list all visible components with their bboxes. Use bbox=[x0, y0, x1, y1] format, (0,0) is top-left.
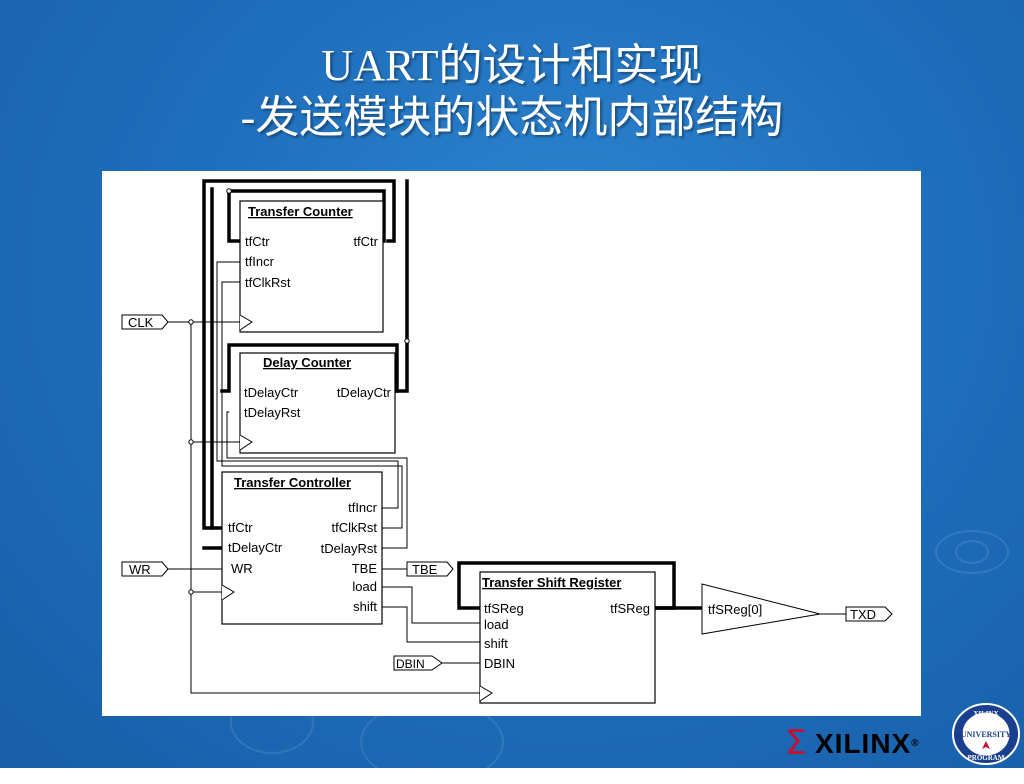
registered-mark: ® bbox=[911, 738, 920, 749]
seal-top-text: XILINX bbox=[973, 710, 998, 718]
block-title: Delay Counter bbox=[263, 355, 351, 370]
port-label: tDelayRst bbox=[244, 405, 301, 420]
seal-bottom-text: PROGRAM bbox=[968, 754, 1005, 762]
seal-flame-icon bbox=[982, 741, 990, 749]
port-label: shift bbox=[353, 599, 377, 614]
xilinx-brand-text: XILINX bbox=[815, 728, 912, 759]
junction-dot bbox=[188, 589, 194, 595]
port-label: tfIncr bbox=[348, 500, 378, 515]
university-program-seal: XILINX UNIVERSITY PROGRAM bbox=[952, 703, 1020, 765]
port-label: tfSReg bbox=[484, 601, 524, 616]
port-tbe: TBE bbox=[406, 561, 454, 577]
title-line-2: -发送模块的状态机内部结构 bbox=[240, 93, 784, 142]
wire-tfincr bbox=[216, 261, 399, 509]
port-txd: TXD bbox=[845, 606, 893, 622]
wire-tfclkrst bbox=[221, 281, 403, 529]
port-label: tfClkRst bbox=[332, 520, 378, 535]
port-label: load bbox=[484, 617, 509, 632]
junction-dot bbox=[188, 319, 194, 325]
port-label: tfCtr bbox=[245, 234, 270, 249]
wire-load bbox=[381, 586, 481, 624]
clock-triangle-icon bbox=[239, 434, 253, 451]
seal-middle-text: UNIVERSITY bbox=[961, 730, 1011, 739]
bus-tdelayctr bbox=[395, 179, 409, 393]
xilinx-wordmark: XILINX® bbox=[815, 728, 920, 760]
port-clk-label: CLK bbox=[128, 315, 154, 330]
xilinx-logo: Σ XILINX® bbox=[785, 722, 945, 762]
port-tbe-label: TBE bbox=[412, 562, 438, 577]
wire-shift bbox=[381, 606, 481, 643]
port-dbin: DBIN bbox=[393, 655, 443, 671]
port-clk: CLK bbox=[121, 314, 169, 330]
buffer-label: tfSReg[0] bbox=[708, 602, 762, 617]
slide-title: UART的设计和实现 -发送模块的状态机内部结构 bbox=[0, 40, 1024, 144]
port-wr-label: WR bbox=[129, 562, 151, 577]
bus-tdelayctr-2 bbox=[220, 343, 399, 393]
port-label: tfCtr bbox=[228, 520, 253, 535]
water-ripple-decoration bbox=[935, 530, 1009, 574]
block-title: Transfer Shift Register bbox=[482, 575, 621, 590]
wire-tdelayrst bbox=[226, 411, 408, 549]
title-line-1: UART的设计和实现 bbox=[321, 41, 703, 90]
clock-triangle-icon bbox=[239, 314, 253, 331]
port-wr: WR bbox=[121, 561, 169, 577]
bus-tfctr bbox=[202, 179, 396, 530]
port-label: tDelayCtr bbox=[337, 385, 392, 400]
port-label: DBIN bbox=[484, 656, 515, 671]
port-label: shift bbox=[484, 636, 508, 651]
clock-triangle-icon bbox=[221, 584, 235, 601]
junction-dot bbox=[226, 188, 232, 194]
clock-triangle-icon bbox=[479, 685, 493, 702]
xilinx-sigma-icon: Σ bbox=[785, 723, 807, 763]
block-transfer-controller: Transfer Controller tfIncr tfClkRst tDel… bbox=[221, 471, 383, 625]
junction-dot bbox=[188, 439, 194, 445]
water-ripple-decoration bbox=[955, 540, 989, 564]
port-label: tfIncr bbox=[245, 254, 275, 269]
port-label: tfCtr bbox=[353, 234, 378, 249]
port-label: tfClkRst bbox=[245, 275, 291, 290]
port-label: tDelayRst bbox=[321, 541, 378, 556]
diagram-panel: Transfer Counter tfCtr tfIncr tfClkRst t… bbox=[102, 171, 921, 716]
block-transfer-counter: Transfer Counter tfCtr tfIncr tfClkRst t… bbox=[239, 200, 384, 333]
port-label: tDelayCtr bbox=[244, 385, 299, 400]
port-label: load bbox=[352, 579, 377, 594]
port-label: TBE bbox=[352, 561, 378, 576]
wire-clk-trunk bbox=[190, 321, 481, 694]
block-transfer-shift-register: Transfer Shift Register tfSReg load shif… bbox=[479, 571, 656, 704]
port-dbin-label: DBIN bbox=[396, 657, 425, 671]
output-buffer: tfSReg[0] bbox=[701, 583, 821, 635]
block-delay-counter: Delay Counter tDelayCtr tDelayRst tDelay… bbox=[239, 352, 396, 454]
port-label: tfSReg bbox=[610, 601, 650, 616]
uart-transmitter-diagram: Transfer Counter tfCtr tfIncr tfClkRst t… bbox=[121, 179, 893, 704]
port-label: WR bbox=[231, 561, 253, 576]
port-label: tDelayCtr bbox=[228, 540, 283, 555]
port-txd-label: TXD bbox=[850, 607, 876, 622]
block-title: Transfer Counter bbox=[248, 204, 353, 219]
junction-dot bbox=[404, 338, 410, 344]
block-title: Transfer Controller bbox=[234, 475, 351, 490]
